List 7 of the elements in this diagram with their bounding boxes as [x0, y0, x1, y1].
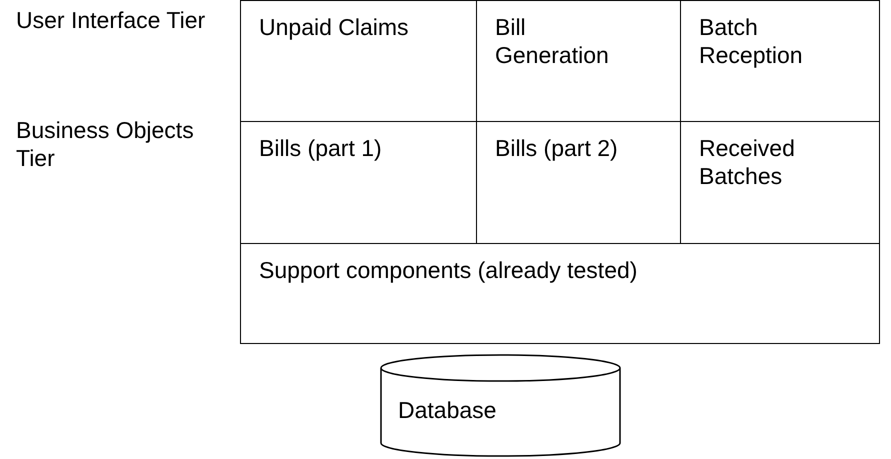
database-cylinder [380, 354, 621, 457]
component-box: Unpaid Claims [240, 0, 477, 122]
tier-label: Business Objects Tier [16, 116, 195, 172]
database-label: Database [398, 396, 496, 424]
tier-label: User Interface Tier [16, 6, 206, 34]
component-box: Batch Reception [680, 0, 880, 122]
component-box: Support components (already tested) [240, 243, 880, 344]
